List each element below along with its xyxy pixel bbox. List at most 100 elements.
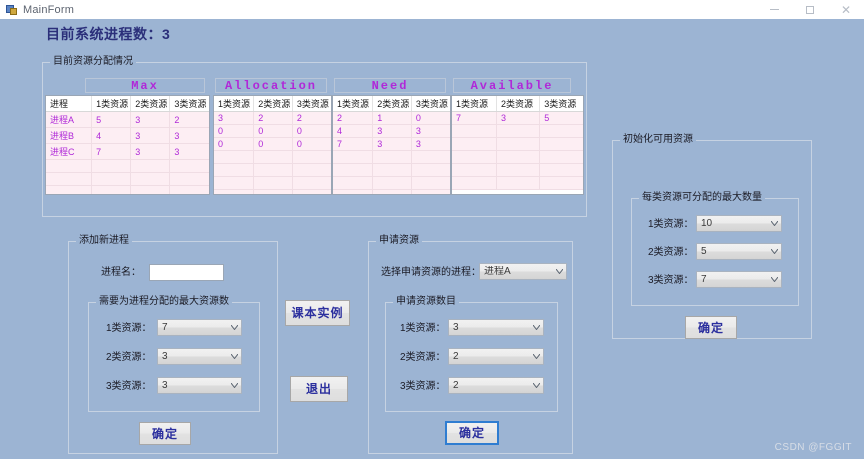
process-name-input[interactable] bbox=[149, 264, 224, 281]
cell-value: 7 bbox=[91, 143, 132, 160]
column-header: 2类资源 bbox=[496, 96, 541, 112]
chevron-down-icon bbox=[767, 244, 781, 259]
cell-value bbox=[214, 176, 255, 190]
req-res3-label: 3类资源： bbox=[400, 381, 446, 392]
column-header: 1类资源 bbox=[91, 96, 132, 112]
table-row[interactable] bbox=[214, 189, 331, 194]
client-area: 目前系统进程数：3 目前资源分配情况 Max Allocation Need A… bbox=[0, 19, 864, 459]
chevron-down-icon bbox=[227, 349, 241, 364]
select-process-label: 选择申请资源的进程： bbox=[381, 267, 481, 278]
cell-value bbox=[539, 150, 583, 164]
cell-value bbox=[130, 172, 171, 186]
init-resources-groupbox: 初始化可用资源 每类资源可分配的最大数量 1类资源： 10 2类资源： 5 3类… bbox=[612, 134, 812, 339]
cell-value: 2 bbox=[292, 111, 331, 125]
cell-value bbox=[91, 185, 132, 194]
column-header: 2类资源 bbox=[372, 96, 412, 112]
table-row[interactable] bbox=[452, 150, 583, 164]
column-header: 2类资源 bbox=[130, 96, 171, 112]
req-res1-combo[interactable]: 3 bbox=[448, 319, 544, 336]
init-res1-combo[interactable]: 10 bbox=[696, 215, 782, 232]
table-row[interactable] bbox=[46, 159, 209, 173]
table-row[interactable] bbox=[214, 150, 331, 164]
cell-value: 0 bbox=[292, 124, 331, 138]
cell-value: 3 bbox=[130, 143, 171, 160]
req-res1-label: 1类资源： bbox=[400, 323, 446, 334]
cell-value: 4 bbox=[91, 127, 132, 144]
cell-value bbox=[372, 189, 412, 194]
req-res3-combo[interactable]: 2 bbox=[448, 377, 544, 394]
table-row[interactable] bbox=[452, 163, 583, 177]
cell-value bbox=[253, 150, 293, 164]
cell-process-name bbox=[46, 185, 93, 194]
cell-value bbox=[333, 176, 374, 190]
select-process-combo[interactable]: 进程A bbox=[479, 263, 567, 280]
add-process-confirm-button[interactable]: 确定 bbox=[139, 422, 191, 445]
page-title: 目前系统进程数：3 bbox=[46, 26, 171, 42]
cell-value: 3 bbox=[169, 143, 209, 160]
table-row[interactable] bbox=[333, 176, 450, 190]
max-resources-label: 需要为进程分配的最大资源数 bbox=[96, 296, 232, 307]
chevron-down-icon bbox=[552, 264, 566, 279]
table-row[interactable] bbox=[452, 137, 583, 151]
max-allocatable-groupbox: 每类资源可分配的最大数量 1类资源： 10 2类资源： 5 3类资源： 7 bbox=[631, 192, 799, 306]
chevron-down-icon bbox=[767, 272, 781, 287]
cell-value: 2 bbox=[333, 111, 374, 125]
minimize-button[interactable] bbox=[756, 0, 792, 19]
cell-value: 3 bbox=[372, 137, 412, 151]
chevron-down-icon bbox=[227, 320, 241, 335]
table-row[interactable] bbox=[214, 163, 331, 177]
table-row[interactable] bbox=[333, 189, 450, 194]
cell-value bbox=[91, 172, 132, 186]
cell-value: 0 bbox=[253, 124, 293, 138]
cell-value bbox=[452, 163, 498, 177]
cell-value bbox=[169, 172, 209, 186]
cell-value bbox=[292, 189, 331, 194]
cell-value bbox=[214, 189, 255, 194]
table-row[interactable] bbox=[333, 163, 450, 177]
init-res3-label: 3类资源： bbox=[648, 275, 694, 286]
table-row[interactable] bbox=[452, 176, 583, 190]
cell-value bbox=[333, 189, 374, 194]
table-row[interactable] bbox=[46, 172, 209, 186]
table-row[interactable] bbox=[214, 176, 331, 190]
add-res2-combo[interactable]: 3 bbox=[157, 348, 242, 365]
table-row[interactable] bbox=[333, 150, 450, 164]
init-confirm-button[interactable]: 确定 bbox=[685, 316, 737, 339]
resource-allocation-groupbox: 目前资源分配情况 Max Allocation Need Available 进… bbox=[42, 56, 587, 217]
add-res1-combo[interactable]: 7 bbox=[157, 319, 242, 336]
add-res3-combo[interactable]: 3 bbox=[157, 377, 242, 394]
request-confirm-button[interactable]: 确定 bbox=[445, 421, 499, 445]
add-res2-label: 2类资源： bbox=[106, 352, 152, 363]
init-res3-combo[interactable]: 7 bbox=[696, 271, 782, 288]
cell-value bbox=[372, 176, 412, 190]
cell-value bbox=[411, 150, 450, 164]
cell-value: 3 bbox=[496, 111, 541, 125]
cell-value: 3 bbox=[411, 124, 450, 138]
init-res2-combo[interactable]: 5 bbox=[696, 243, 782, 260]
table-row[interactable] bbox=[46, 185, 209, 194]
exit-button[interactable]: 退出 bbox=[290, 376, 348, 402]
close-button[interactable]: ✕ bbox=[840, 2, 852, 17]
cell-value bbox=[130, 159, 171, 173]
textbook-example-button[interactable]: 课本实例 bbox=[285, 300, 350, 326]
maximize-button[interactable] bbox=[792, 0, 828, 19]
cell-process-name: 进程B bbox=[46, 127, 93, 144]
table-row[interactable] bbox=[452, 124, 583, 138]
cell-process-name: 进程C bbox=[46, 143, 93, 160]
req-res2-combo[interactable]: 2 bbox=[448, 348, 544, 365]
cell-value bbox=[496, 163, 541, 177]
